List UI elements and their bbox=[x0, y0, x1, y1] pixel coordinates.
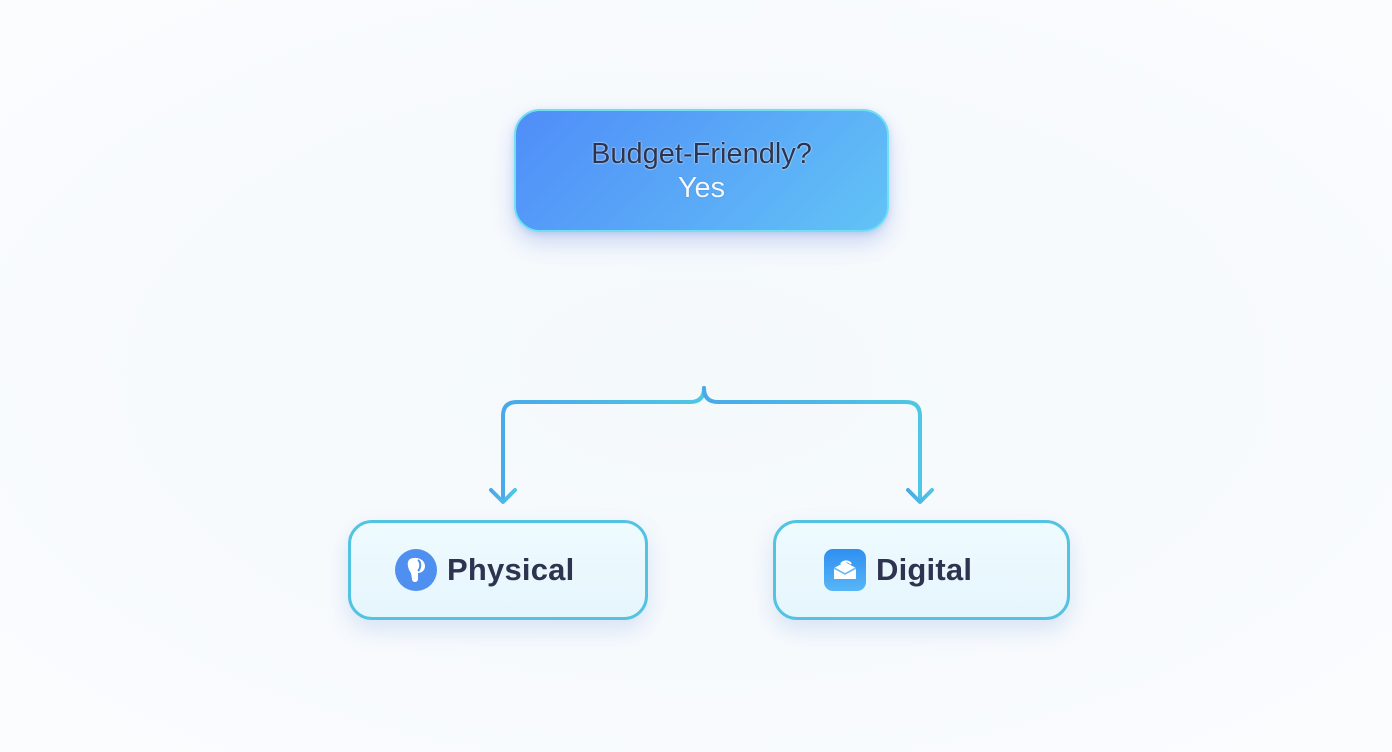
outcome-node-physical[interactable]: Physical bbox=[348, 520, 648, 620]
outcome-label-physical: Physical bbox=[447, 552, 575, 587]
decision-node-budget-friendly[interactable]: Budget-Friendly? Yes bbox=[514, 109, 889, 232]
outcome-label-digital: Digital bbox=[876, 552, 973, 587]
connector-right-branch bbox=[702, 386, 922, 502]
envelope-icon bbox=[824, 549, 866, 591]
arrowhead-left-icon bbox=[489, 488, 517, 504]
physical-p-icon bbox=[395, 549, 437, 591]
decision-question: Budget-Friendly? bbox=[591, 137, 812, 170]
decision-answer: Yes bbox=[677, 171, 726, 204]
connector-left-branch bbox=[501, 386, 706, 502]
arrowhead-right-icon bbox=[906, 488, 934, 504]
outcome-node-digital[interactable]: Digital bbox=[773, 520, 1070, 620]
